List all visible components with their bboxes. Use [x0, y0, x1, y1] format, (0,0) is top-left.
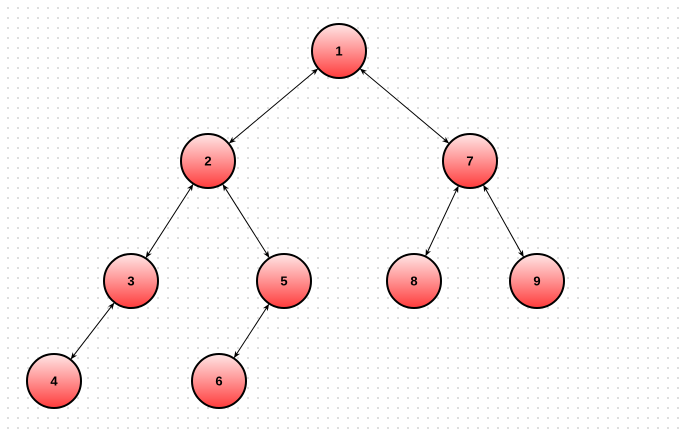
tree-node-label: 6	[215, 374, 222, 389]
edge-n1-n2	[228, 68, 319, 144]
tree-node-circle	[386, 253, 442, 309]
tree-node-circle	[311, 23, 367, 79]
edge-n2-n3	[145, 184, 194, 258]
tree-node-circle	[256, 253, 312, 309]
edge-n3-n4	[70, 302, 115, 360]
tree-node-circle	[103, 253, 159, 309]
tree-node-circle	[180, 133, 236, 189]
tree-node-circle	[442, 133, 498, 189]
tree-node-label: 1	[335, 44, 342, 59]
tree-node-label: 3	[127, 274, 134, 289]
tree-node-2[interactable]: 2	[180, 133, 236, 189]
edges-layer	[70, 68, 524, 360]
tree-node-label: 7	[466, 154, 473, 169]
tree-node-5[interactable]: 5	[256, 253, 312, 309]
tree-node-label: 4	[50, 374, 58, 389]
edge-n5-n6	[233, 303, 270, 359]
tree-node-6[interactable]: 6	[191, 353, 247, 409]
tree-node-3[interactable]: 3	[103, 253, 159, 309]
tree-node-8[interactable]: 8	[386, 253, 442, 309]
nodes-layer: 1 2 7 3 5 8 9 4 6	[26, 23, 565, 409]
tree-node-label: 9	[533, 274, 540, 289]
tree-node-circle	[191, 353, 247, 409]
tree-node-7[interactable]: 7	[442, 133, 498, 189]
tree-node-label: 5	[280, 274, 287, 289]
tree-node-1[interactable]: 1	[311, 23, 367, 79]
tree-node-label: 8	[410, 274, 417, 289]
tree-node-4[interactable]: 4	[26, 353, 82, 409]
edge-n2-n5	[222, 184, 270, 258]
tree-node-9[interactable]: 9	[509, 253, 565, 309]
edge-n1-n7	[359, 68, 450, 144]
tree-node-circle	[509, 253, 565, 309]
tree-node-circle	[26, 353, 82, 409]
tree-node-label: 2	[204, 154, 211, 169]
edge-n7-n9	[483, 184, 524, 258]
edge-n7-n8	[425, 185, 459, 257]
